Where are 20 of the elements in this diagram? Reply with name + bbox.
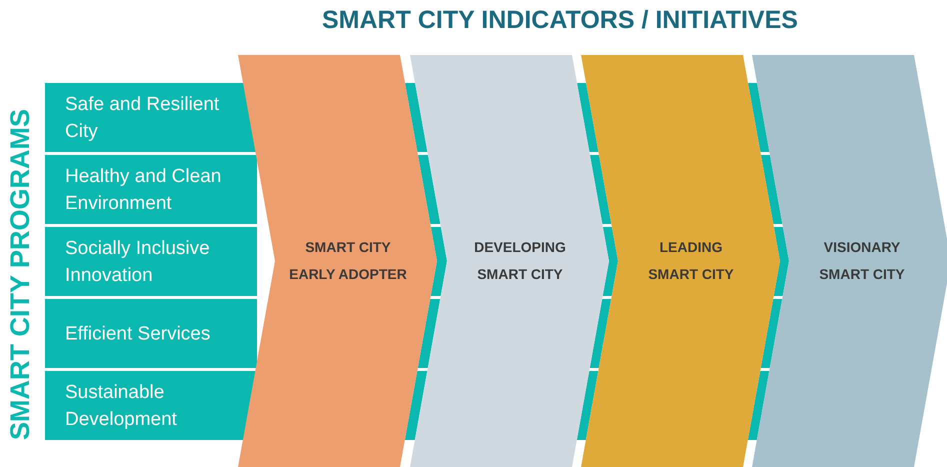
program-label: Efficient Services <box>65 322 212 346</box>
vertical-heading: SMART CITY PROGRAMS <box>5 108 35 440</box>
program-label: Safe and Resilient City <box>65 92 220 144</box>
program-bar <box>45 83 257 152</box>
program-bar <box>45 299 257 368</box>
program-bar <box>45 371 257 440</box>
program-label: Socially Inclusive Innovation <box>65 236 211 288</box>
stage-label: SMART CITY EARLY ADOPTER <box>288 238 408 284</box>
program-label: Sustainable Development <box>65 380 178 432</box>
program-label: Healthy and Clean Environment <box>65 164 222 216</box>
program-bar <box>45 155 257 224</box>
stage-label: VISIONARY SMART CITY <box>818 238 906 284</box>
program-bar <box>45 227 257 296</box>
title: SMART CITY INDICATORS / INITIATIVES <box>322 6 798 35</box>
stage-label: DEVELOPING SMART CITY <box>473 238 567 284</box>
chevron-shape <box>410 55 609 467</box>
stage-label: LEADING SMART CITY <box>647 238 735 284</box>
chevron-shape <box>581 55 780 467</box>
chevron-shape <box>238 55 437 467</box>
chevron-shape <box>752 55 947 467</box>
